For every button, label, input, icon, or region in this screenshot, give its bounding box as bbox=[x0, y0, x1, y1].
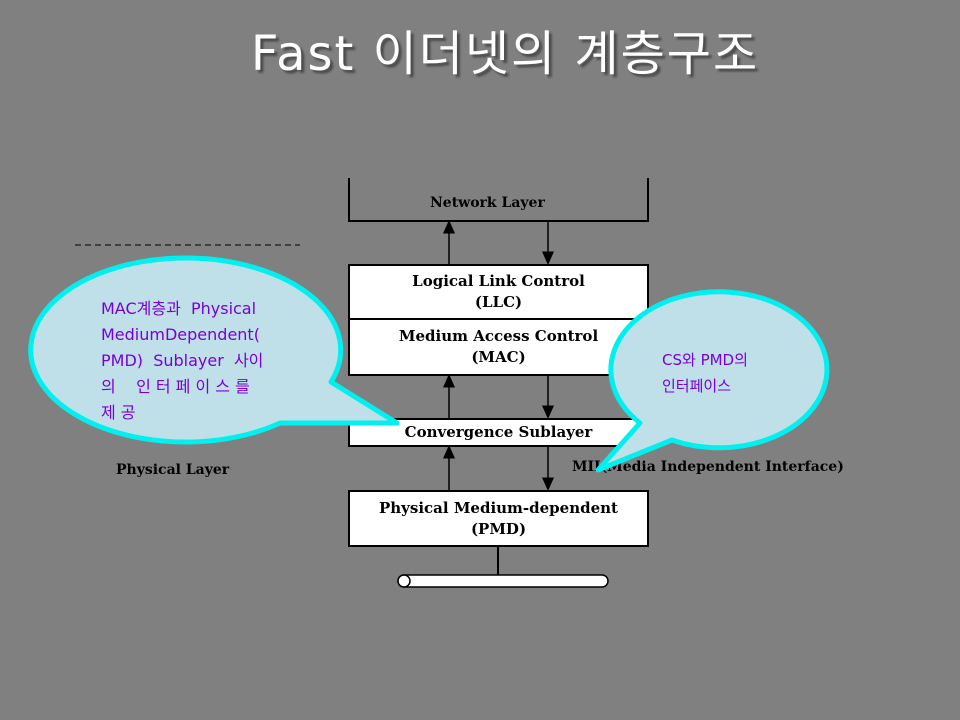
llc-line1: Logical Link Control bbox=[412, 272, 585, 290]
network-layer-bracket bbox=[348, 178, 649, 222]
pmd-line1: Physical Medium-dependent bbox=[379, 498, 618, 517]
right-callout-line2: 인터페이스 bbox=[662, 377, 732, 395]
medium-end-circle bbox=[397, 574, 411, 588]
left-callout-line5: 제 공 bbox=[101, 403, 136, 422]
network-layer-label: Network Layer bbox=[430, 195, 545, 211]
left-callout-line4: 의 인 터 페 이 스 를 bbox=[101, 377, 250, 396]
mii-label: MII(Media Independent Interface) bbox=[572, 459, 844, 475]
right-callout-text: CS와 PMD의 인터페이스 bbox=[662, 347, 802, 399]
left-callout-line2: MediumDependent( bbox=[101, 325, 260, 344]
convergence-label: Convergence Sublayer bbox=[404, 423, 593, 441]
left-callout-text: MAC계층과 Physical MediumDependent( PMD) Su… bbox=[101, 296, 341, 426]
left-callout-line1: MAC계층과 Physical bbox=[101, 299, 257, 318]
left-callout-line3: PMD) Sublayer 사이 bbox=[101, 351, 264, 370]
pmd-line2: (PMD) bbox=[470, 519, 527, 538]
mac-line1: Medium Access Control bbox=[398, 327, 599, 345]
mac-line2: (MAC) bbox=[471, 348, 526, 366]
left-callout-bubble bbox=[28, 255, 400, 445]
pmd-box: Physical Medium-dependent (PMD) bbox=[348, 490, 649, 547]
right-callout-line1: CS와 PMD의 bbox=[662, 351, 748, 369]
right-callout-bubble bbox=[595, 289, 830, 473]
slide-title: Fast 이더넷의 계층구조 bbox=[250, 26, 760, 82]
mac-box: Medium Access Control (MAC) bbox=[348, 318, 649, 376]
physical-layer-label: Physical Layer bbox=[116, 462, 230, 478]
llc-line2: (LLC) bbox=[474, 293, 523, 311]
